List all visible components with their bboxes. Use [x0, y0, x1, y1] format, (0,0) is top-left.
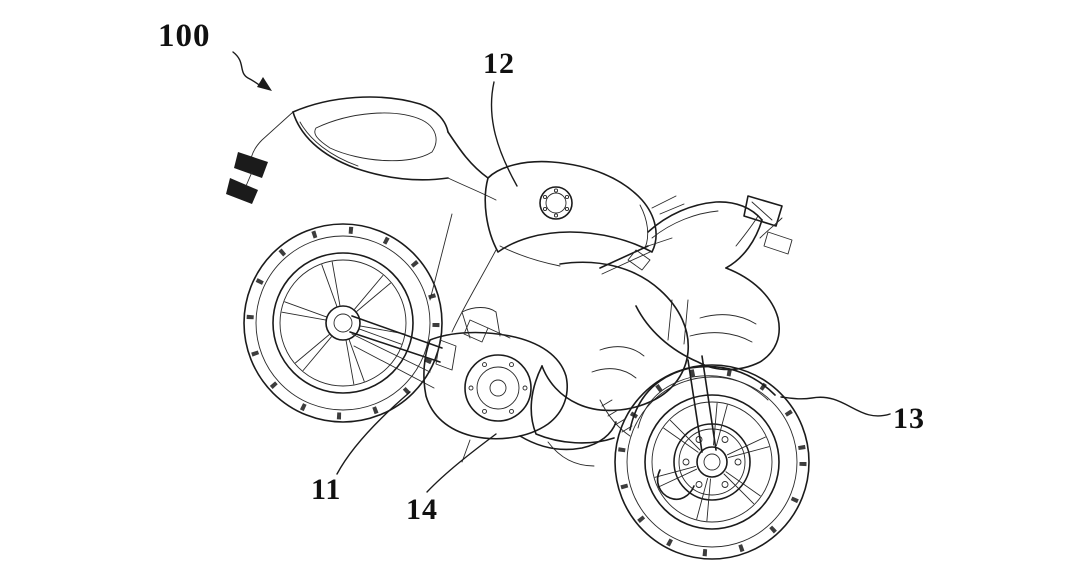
windscreen: [647, 201, 763, 269]
leader-line-14: [426, 433, 497, 493]
rear-wheel: [243, 223, 443, 423]
engine: [423, 307, 568, 463]
front-wheel-spokes: [654, 402, 770, 522]
leader-line-11: [336, 391, 411, 475]
front-wheel: [614, 364, 810, 560]
front-fork: [687, 355, 717, 453]
reference-annotations: 100 12 13 11 14: [158, 18, 925, 526]
leader-line-13: [780, 396, 891, 417]
leader-line-12: [490, 81, 518, 187]
fuel-cap: [539, 186, 573, 220]
clutch-cover: [464, 354, 532, 422]
front-fairing: [530, 261, 780, 444]
rear-wheel-spokes: [281, 261, 405, 385]
swingarm: [349, 315, 457, 371]
radiator: [599, 399, 633, 437]
front-fender: [629, 365, 776, 431]
ref-label-14: 14: [406, 493, 438, 526]
ref-label-12: 12: [483, 47, 515, 80]
ref-label-13: 13: [893, 402, 925, 435]
tail-light-turn-signals: [226, 111, 294, 204]
ref-label-11: 11: [311, 473, 341, 506]
ref-label-100: 100: [158, 18, 211, 54]
rider-seat: [447, 131, 497, 201]
tail-cowl: [292, 96, 449, 181]
drive-chain: [351, 333, 435, 389]
leader-arrow-100: [232, 51, 263, 88]
front-brake-caliper: [656, 469, 695, 501]
fuel-tank: [484, 160, 657, 267]
exhaust: [519, 421, 617, 467]
mirror: [735, 195, 793, 255]
leader-arrowhead-100: [257, 77, 272, 91]
frame: [429, 213, 511, 343]
handlebar-cockpit: [599, 195, 689, 345]
